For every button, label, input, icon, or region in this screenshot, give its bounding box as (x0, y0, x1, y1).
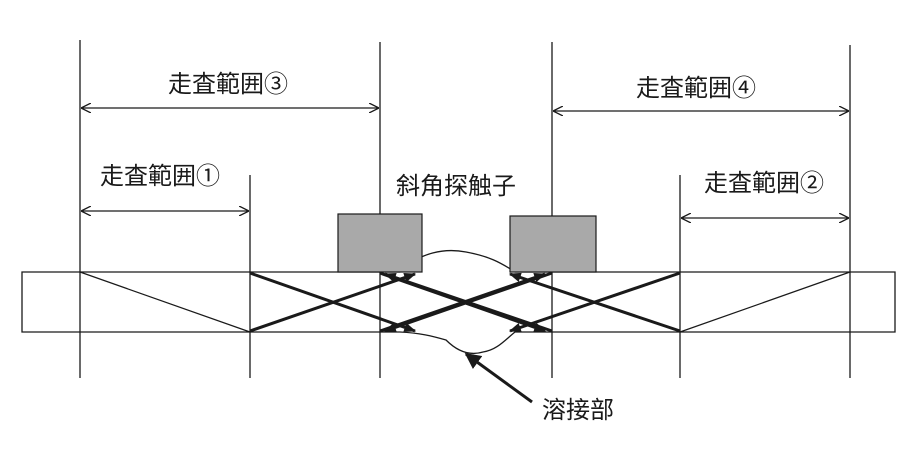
beam-path (249, 272, 417, 333)
plate-outline (21, 249, 896, 355)
probe-right (509, 215, 597, 273)
beam-diagonals (79, 271, 851, 333)
weld-label: 溶接部 (542, 396, 614, 424)
beam-path (508, 272, 681, 333)
beam-diagonal (679, 271, 851, 333)
scan-boundary-lines (79, 40, 851, 378)
range-arrows (81, 108, 849, 218)
probe-left (337, 213, 423, 273)
probe-label: 斜角探触子 (396, 172, 516, 200)
range3-label: 走査範囲③ (168, 70, 288, 98)
range2-label: 走査範囲② (704, 169, 824, 197)
weld-pointer-arrow (464, 352, 533, 404)
beam-path (383, 272, 553, 333)
range4-label: 走査範囲④ (636, 74, 756, 102)
range1-label: 走査範囲① (100, 162, 220, 190)
probes (337, 213, 597, 273)
beam-paths (249, 271, 681, 333)
beam-diagonal (79, 271, 251, 333)
